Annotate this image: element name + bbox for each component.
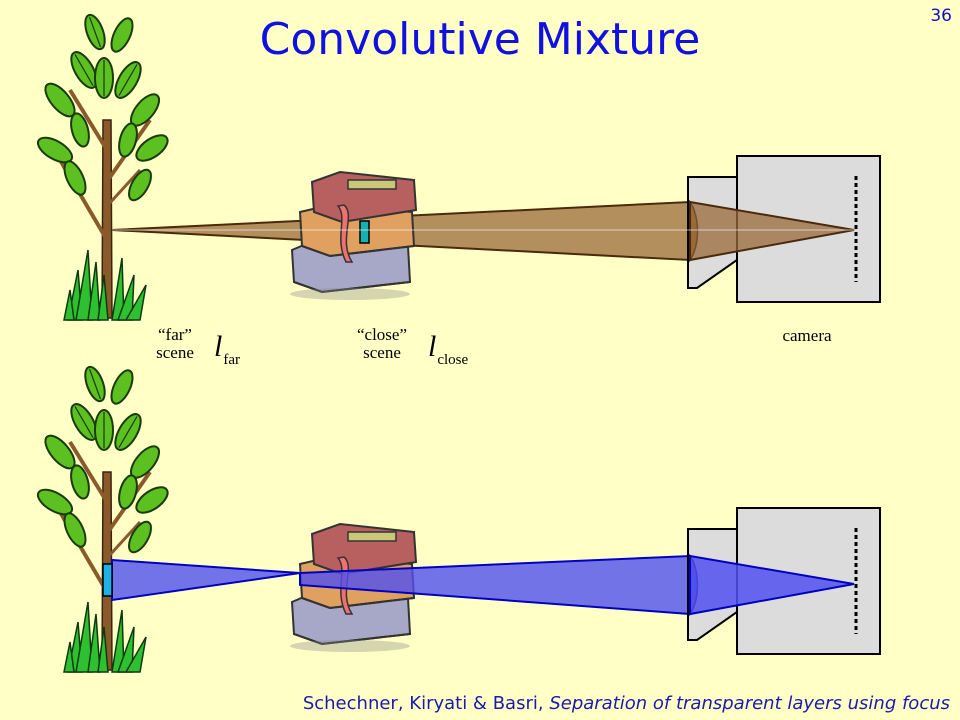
citation-authors: Schechner, Kiryati & Basri, [302, 693, 544, 714]
far-scene-tree-icon [32, 10, 174, 323]
far-scene-marker [102, 563, 113, 597]
camera-label: camera [782, 326, 832, 345]
close-scene-books-icon [289, 171, 417, 301]
citation-title: Separation of transparent layers using f… [549, 693, 950, 714]
far-scene-tree-icon-2 [32, 362, 174, 674]
far-symbol: lfar [214, 330, 240, 369]
blue-beam-left [111, 558, 301, 602]
citation: Schechner, Kiryati & Basri, Separation o… [303, 693, 950, 714]
slide-title: Convolutive Mixture [259, 14, 701, 65]
brown-beam-out [689, 200, 855, 262]
blue-beam-out [689, 554, 855, 616]
close-symbol: lclose [428, 330, 469, 369]
close-scene-marker [359, 220, 370, 244]
far-scene-label: “far” scene [156, 325, 194, 362]
page-number: 36 [930, 6, 952, 26]
close-scene-label: “close” scene [356, 325, 408, 362]
